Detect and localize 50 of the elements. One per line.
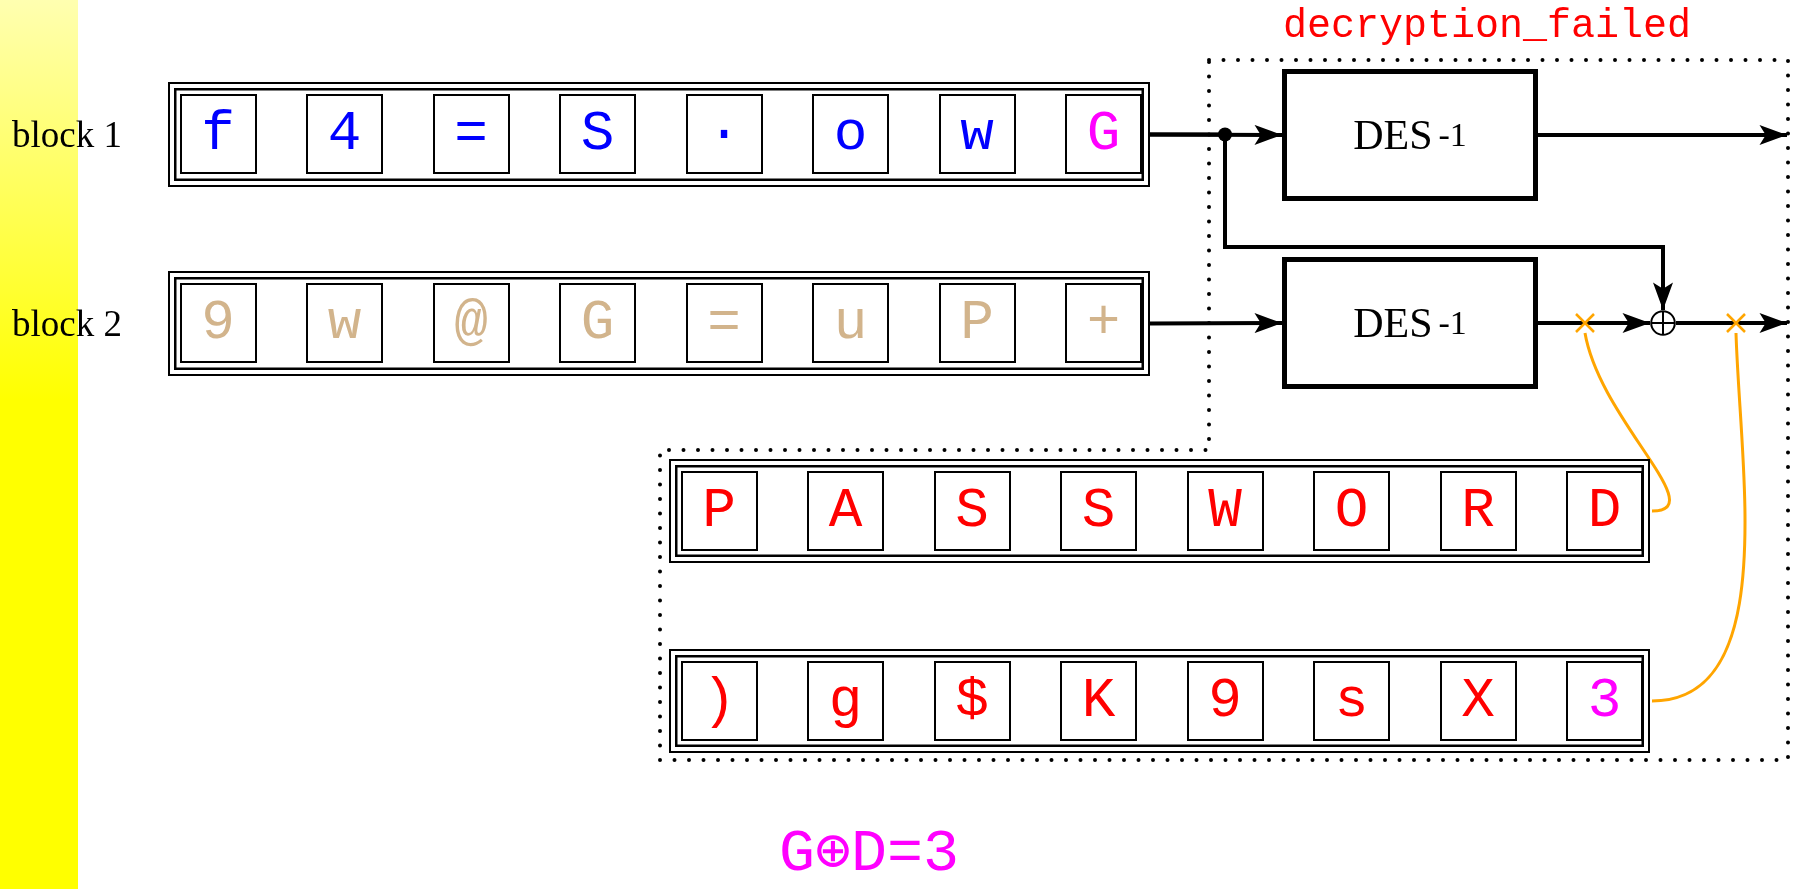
character: 3 xyxy=(1566,660,1643,741)
character-block xyxy=(669,649,1650,753)
character: O xyxy=(1313,470,1390,551)
character: + xyxy=(1065,282,1142,363)
character: ) xyxy=(680,660,758,741)
character: 4 xyxy=(306,93,383,174)
leader-line xyxy=(1583,332,1671,513)
arrow xyxy=(1538,125,1787,145)
character-block xyxy=(168,271,1150,376)
character: R xyxy=(1439,470,1517,551)
row-label: block 1 xyxy=(12,114,122,156)
region-title: decryption_failed xyxy=(1281,5,1693,49)
character: o xyxy=(812,93,889,174)
character: S xyxy=(1060,470,1137,551)
character: X xyxy=(1439,660,1517,741)
equation-label: G⊕D=3 xyxy=(777,822,961,886)
character: $ xyxy=(933,660,1011,741)
character: g xyxy=(807,660,884,741)
character: S xyxy=(559,93,636,174)
character: w xyxy=(938,93,1016,174)
dotted-region xyxy=(659,5,1789,762)
character: 9 xyxy=(179,282,257,363)
character: G xyxy=(559,282,636,363)
arrow xyxy=(1676,313,1787,333)
character: G xyxy=(1065,93,1142,174)
character: W xyxy=(1186,470,1264,551)
character: @ xyxy=(432,282,510,363)
xor-circle xyxy=(1650,310,1676,336)
character: · xyxy=(685,93,763,174)
character: u xyxy=(812,282,889,363)
character: A xyxy=(807,470,884,551)
character: 9 xyxy=(1186,660,1264,741)
character: P xyxy=(680,470,758,551)
arrow xyxy=(1150,132,1673,310)
character: D xyxy=(1566,470,1643,551)
leader-line xyxy=(1651,332,1747,703)
arrow xyxy=(1538,313,1650,333)
cross-mark-icon xyxy=(1726,313,1746,333)
character: f xyxy=(179,93,257,174)
character: = xyxy=(432,93,510,174)
character-block xyxy=(168,82,1150,187)
character-block xyxy=(669,459,1650,563)
cross-mark-icon xyxy=(1575,313,1595,333)
character: P xyxy=(938,282,1016,363)
character: w xyxy=(306,282,383,363)
character: S xyxy=(933,470,1011,551)
character: s xyxy=(1313,660,1390,741)
arrow xyxy=(1150,313,1282,334)
character: K xyxy=(1060,660,1137,741)
character: = xyxy=(685,282,763,363)
